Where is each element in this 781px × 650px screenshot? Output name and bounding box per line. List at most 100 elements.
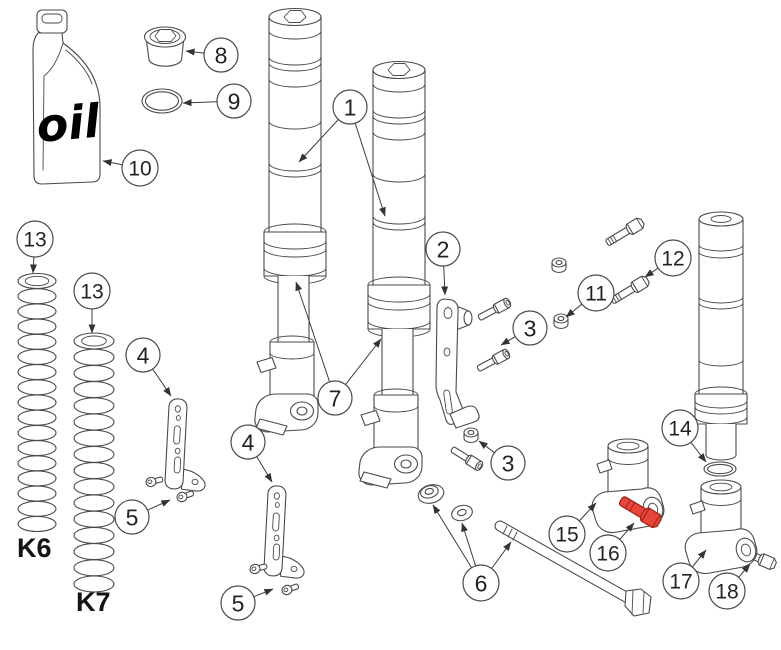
callout-circle[interactable] (654, 239, 692, 277)
callout-circle[interactable] (203, 37, 239, 73)
leader-line (182, 99, 218, 107)
callout-circle[interactable] (425, 231, 461, 267)
callout-12[interactable]: 12 (644, 239, 692, 278)
callout-4[interactable]: 4 (230, 424, 273, 483)
callout-circle[interactable] (548, 515, 586, 553)
callout-number: 11 (585, 283, 607, 306)
callout-circle[interactable] (16, 220, 54, 258)
callout-number: 1 (344, 94, 357, 120)
callout-circle[interactable] (589, 534, 627, 572)
callout-number: 5 (232, 590, 245, 616)
damper-tube-part (694, 211, 748, 461)
callout-number: 13 (23, 229, 46, 252)
callout-circle[interactable] (661, 409, 699, 447)
axle-holder-right-part (684, 479, 760, 575)
callout-number: 10 (128, 158, 151, 181)
leader-line (578, 502, 597, 522)
callout-circle[interactable] (708, 572, 746, 610)
fork-leg-right-part (358, 60, 431, 489)
callout-number: 2 (437, 236, 450, 262)
leader-line (102, 159, 123, 167)
hex-bolt-part (608, 273, 652, 307)
callout-10[interactable]: 10 (102, 149, 159, 187)
callout-7[interactable]: 7 (295, 281, 382, 416)
callout-circle[interactable] (121, 149, 159, 187)
leader-line (29, 256, 37, 274)
callout-5[interactable]: 5 (220, 585, 274, 621)
callout-layer: 8 9 10 1 13 13 4 5 4 5 7 2 3 11 12 3 6 15 16 14 17 18 (16, 37, 751, 621)
callout-3[interactable]: 3 (500, 310, 548, 346)
caliper-bracket-part (435, 298, 480, 429)
highlighted-bolt-part[interactable] (617, 494, 663, 530)
screw-part (175, 488, 196, 504)
callout-number: 17 (669, 571, 692, 594)
callout-number: 18 (715, 581, 738, 604)
callout-9[interactable]: 9 (182, 83, 252, 119)
callout-4[interactable]: 4 (125, 337, 172, 397)
leader-line (690, 441, 707, 463)
callout-circle[interactable] (125, 337, 161, 373)
leader-line (147, 499, 171, 511)
callout-circle[interactable] (317, 380, 353, 416)
callout-circle[interactable] (577, 274, 615, 312)
socket-bolt-part (476, 296, 513, 323)
flange-nut-part (417, 484, 445, 504)
screw-part (280, 581, 301, 597)
callout-number: 8 (215, 42, 228, 68)
callout-15[interactable]: 15 (548, 502, 597, 553)
leader-line (491, 541, 512, 569)
nut-part (463, 427, 479, 444)
callout-circle[interactable] (114, 499, 150, 535)
hex-bolt-part (603, 215, 647, 249)
leader-line (345, 338, 382, 385)
callout-circle[interactable] (220, 585, 256, 621)
oil-bottle-cap (36, 9, 68, 34)
callout-number: 16 (596, 543, 619, 566)
callout-3[interactable]: 3 (478, 440, 526, 481)
leader-line (441, 265, 449, 296)
callout-circle[interactable] (490, 445, 526, 481)
callout-circle[interactable] (662, 562, 700, 600)
callout-17[interactable]: 17 (662, 549, 707, 600)
callout-number: 4 (137, 342, 150, 368)
o-ring-small-part (703, 461, 737, 477)
callout-circle[interactable] (332, 89, 368, 125)
callout-5[interactable]: 5 (114, 499, 171, 535)
leader-line (185, 48, 205, 56)
leader-line (500, 336, 516, 346)
leader-line (738, 563, 751, 578)
oil-label: oil (34, 94, 103, 153)
screw-part (144, 474, 165, 489)
nut-part (551, 257, 567, 274)
callout-circle[interactable] (73, 272, 111, 310)
callout-16[interactable]: 16 (589, 522, 635, 572)
front-axle-part (494, 520, 652, 617)
callout-circle[interactable] (230, 424, 266, 460)
callout-14[interactable]: 14 (661, 409, 707, 463)
nut-part (553, 313, 569, 330)
callout-circle[interactable] (216, 83, 252, 119)
callout-number: 7 (329, 385, 342, 411)
o-ring-part (141, 88, 183, 114)
callout-number: 15 (555, 524, 578, 547)
callout-6[interactable]: 6 (432, 504, 512, 602)
spring-right-label: K7 (76, 587, 111, 617)
callout-2[interactable]: 2 (425, 231, 461, 296)
leader-line (478, 440, 495, 454)
callout-13[interactable]: 13 (73, 272, 111, 334)
callout-circle[interactable] (512, 310, 548, 346)
spring-left-part (17, 272, 57, 533)
callout-number: 6 (475, 570, 488, 596)
callout-8[interactable]: 8 (185, 37, 239, 73)
callout-13[interactable]: 13 (16, 220, 54, 274)
callout-1[interactable]: 1 (298, 89, 386, 217)
leader-line (253, 588, 274, 598)
callout-number: 14 (668, 418, 692, 441)
callout-11[interactable]: 11 (565, 274, 615, 318)
leader-line (256, 456, 273, 483)
oil-bottle-part: oil (32, 9, 103, 185)
callout-number: 5 (126, 504, 139, 530)
fork-leg-left-part (254, 7, 327, 436)
callout-circle[interactable] (462, 564, 500, 602)
callout-18[interactable]: 18 (708, 563, 751, 610)
